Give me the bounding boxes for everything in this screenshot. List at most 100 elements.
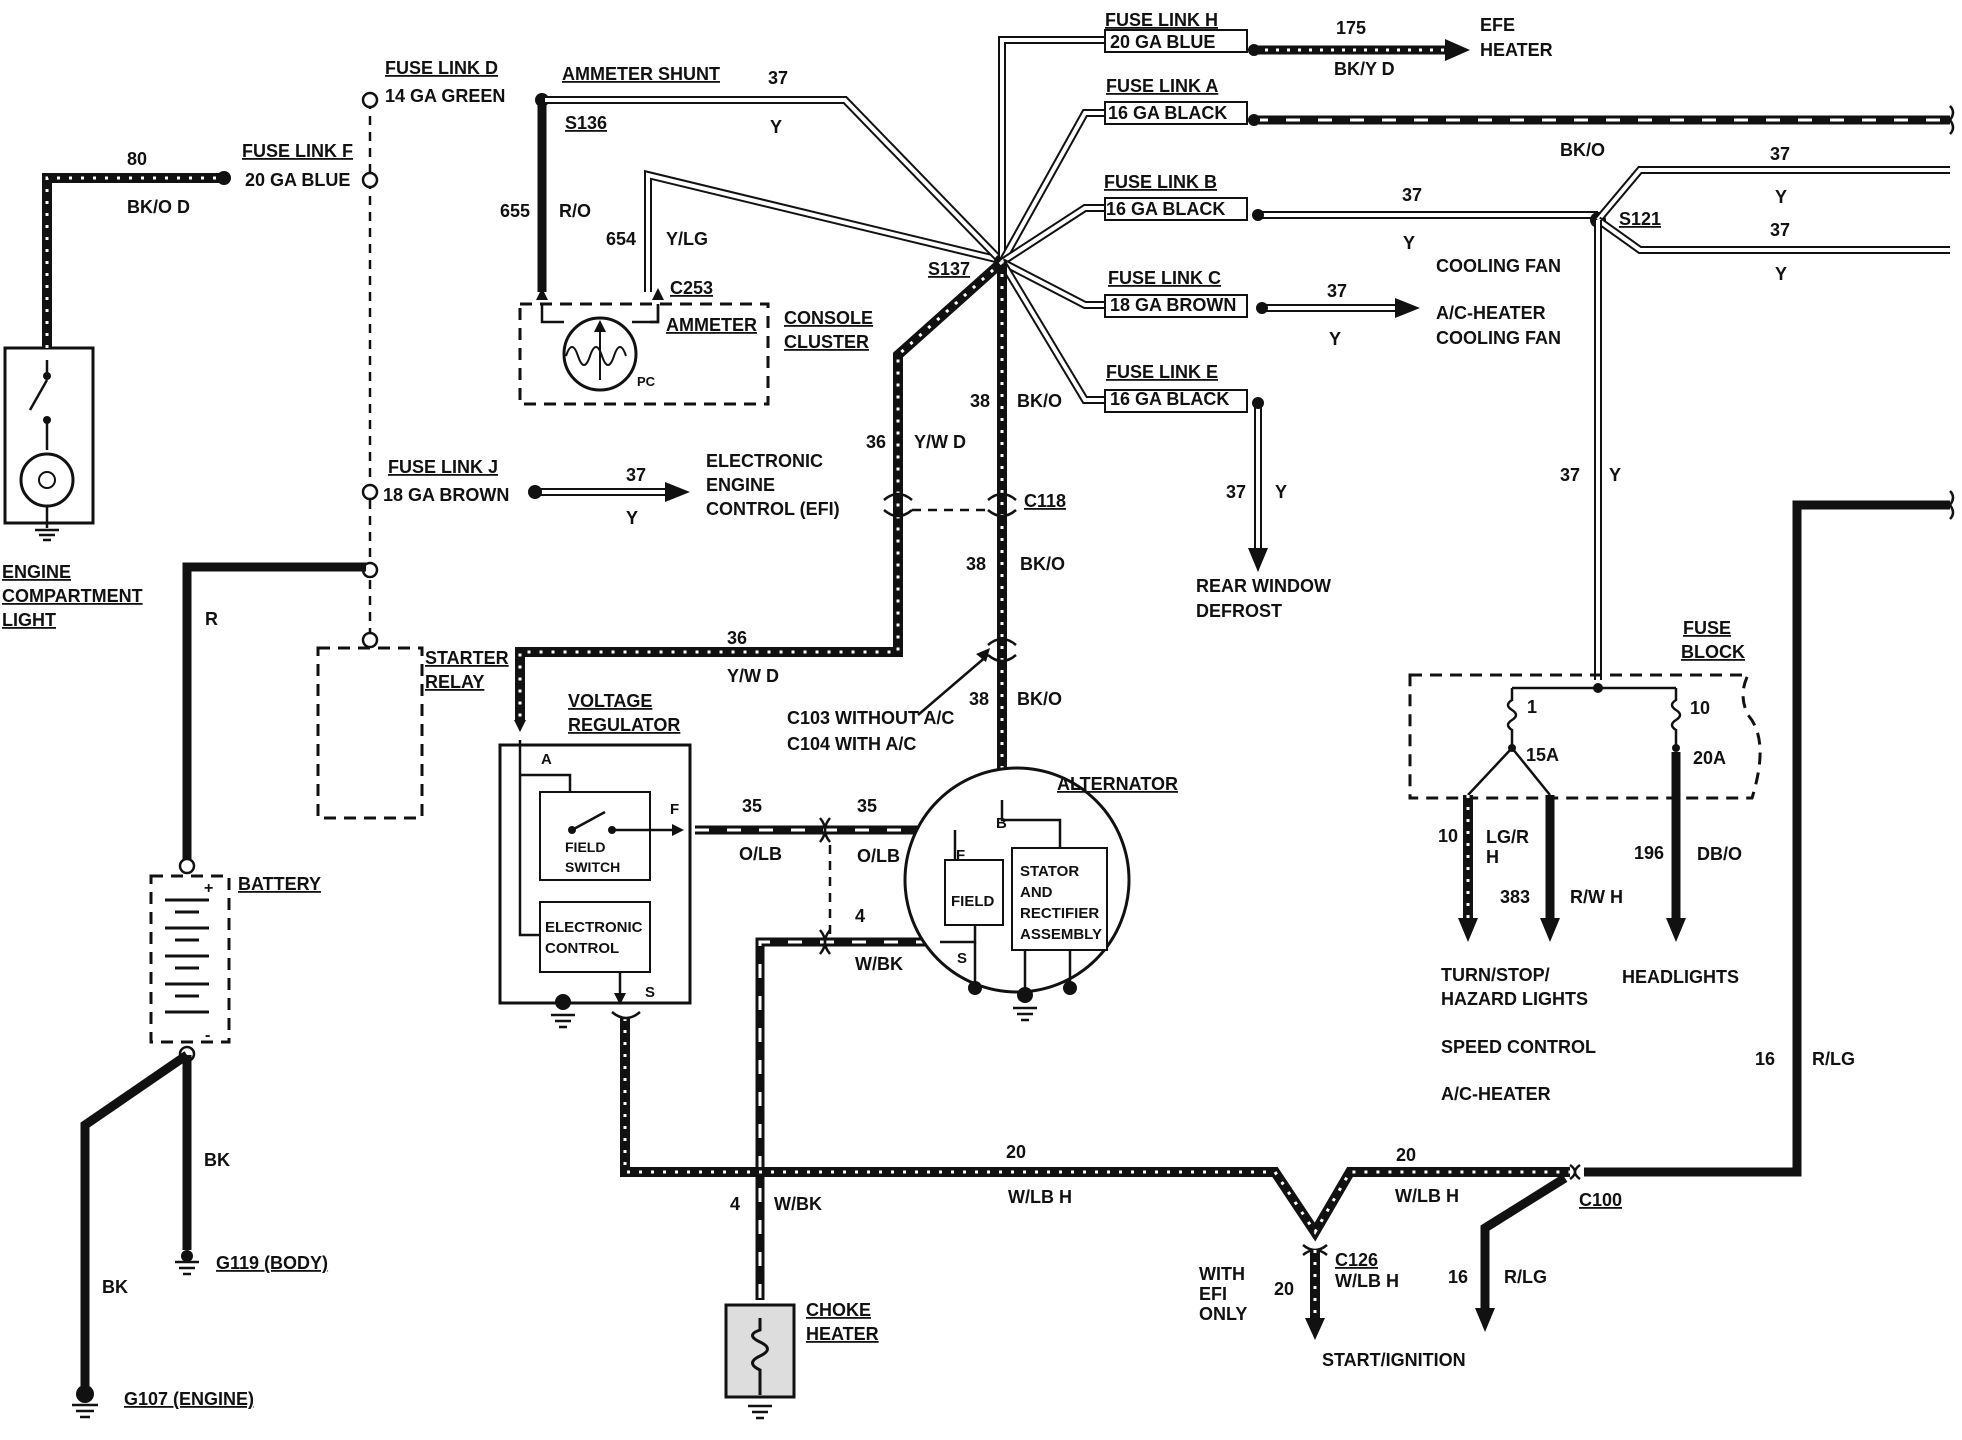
fuse-block-label-2: BLOCK: [1681, 642, 1745, 662]
s137-label: S137: [928, 259, 970, 279]
circuit-38-c-color: BK/O: [1017, 689, 1062, 709]
circuit-bk-b: BK: [102, 1277, 128, 1297]
fuse-link-c-name: FUSE LINK C: [1108, 268, 1221, 288]
circuit-20-b-color: W/LB H: [1395, 1186, 1459, 1206]
stator-label-1: STATOR: [1020, 863, 1079, 880]
with-efi-only-label-2: EFI: [1199, 1284, 1227, 1304]
circuit-38-b: 38: [966, 554, 986, 574]
c126-label: C126: [1335, 1250, 1378, 1270]
circuit-36-a: 36: [866, 432, 886, 452]
speed-control-label: SPEED CONTROL: [1441, 1037, 1596, 1057]
battery: [149, 857, 231, 1063]
circuit-20-a: 20: [1006, 1142, 1026, 1162]
circuit-37-fb: 37: [1560, 465, 1580, 485]
circuit-37-c: 37: [1327, 281, 1347, 301]
fuse-link-j-name: FUSE LINK J: [388, 457, 498, 477]
s121-label: S121: [1619, 209, 1661, 229]
circuit-80: 80: [127, 149, 147, 169]
circuit-37-b-color: Y: [1403, 233, 1415, 253]
circuit-20-c: 20: [1274, 1279, 1294, 1299]
alternator-label: ALTERNATOR: [1057, 774, 1178, 794]
turn-stop-hazard-label-1: TURN/STOP/: [1441, 965, 1550, 985]
efe-heater-label-1: EFE: [1480, 15, 1515, 35]
circuit-16-a-color: R/LG: [1812, 1049, 1855, 1069]
engine-light-label-2: COMPARTMENT: [2, 586, 143, 606]
circuit-16-b: 16: [1448, 1267, 1468, 1287]
with-efi-only-label-1: WITH: [1199, 1264, 1245, 1284]
circuit-bko: BK/O: [1560, 140, 1605, 160]
starter-relay: [316, 646, 424, 820]
battery-minus: -: [205, 1027, 210, 1044]
circuit-196: 196: [1634, 843, 1664, 863]
fuse-link-b-gauge: 16 GA BLACK: [1106, 199, 1225, 219]
circuit-80-color: BK/O D: [127, 197, 190, 217]
choke-heater-label-2: HEATER: [806, 1324, 879, 1344]
efe-heater-label-2: HEATER: [1480, 40, 1553, 60]
circuit-655: 655: [500, 201, 530, 221]
fuse-link-j-gauge: 18 GA BROWN: [383, 485, 509, 505]
circuit-37-shunt-color: Y: [770, 117, 782, 137]
stator-label-3: RECTIFIER: [1020, 905, 1099, 922]
circuit-20-c-color: W/LB H: [1335, 1271, 1399, 1291]
efi-label-1: ELECTRONIC: [706, 451, 823, 471]
choke-heater-label-1: CHOKE: [806, 1300, 871, 1320]
field-switch-label-1: FIELD: [565, 839, 605, 855]
c104-id: C104: [787, 734, 830, 754]
fuse-link-d-gauge: 14 GA GREEN: [385, 86, 505, 106]
stator-label-2: AND: [1020, 884, 1053, 901]
fuse-link-f-name: FUSE LINK F: [242, 141, 353, 161]
wire-r-battery: [182, 562, 366, 865]
circuit-35-a: 35: [742, 796, 762, 816]
battery-label: BATTERY: [238, 874, 321, 894]
fuse-block-label-1: FUSE: [1683, 618, 1731, 638]
fuse-link-b-name: FUSE LINK B: [1104, 172, 1217, 192]
terminal-alt-f: F: [956, 847, 965, 864]
field-switch-label-2: SWITCH: [565, 859, 620, 875]
fuse-link-a-gauge: 16 GA BLACK: [1108, 103, 1227, 123]
circuit-36-b: 36: [727, 628, 747, 648]
circuit-35-b: 35: [857, 796, 877, 816]
circuit-20-b: 20: [1396, 1145, 1416, 1165]
circuit-37-r1: 37: [1770, 144, 1790, 164]
wire-36: [515, 258, 1006, 720]
g107-label: G107 (ENGINE): [124, 1389, 254, 1409]
terminal-b: B: [996, 815, 1007, 832]
voltage-regulator: [498, 740, 692, 1029]
circuit-196-color: DB/O: [1697, 844, 1742, 864]
circuit-37-b: 37: [1402, 185, 1422, 205]
ac-heater-cooling-fan-label-2: COOLING FAN: [1436, 328, 1561, 348]
circuit-37-efi-color: Y: [626, 508, 638, 528]
circuit-37-r1-color: Y: [1775, 187, 1787, 207]
c103-note: WITHOUT A/C: [830, 708, 954, 728]
fuse-link-h-gauge: 20 GA BLUE: [1110, 32, 1215, 52]
start-ignition-label: START/IGNITION: [1322, 1350, 1466, 1370]
fuse-10-rating: 20A: [1693, 748, 1726, 768]
wire-16-r-lg: [1584, 500, 1950, 1177]
ammeter-shunt-label: AMMETER SHUNT: [562, 64, 720, 84]
engine-light-label-1: ENGINE: [2, 562, 71, 582]
engine-light-label-3: LIGHT: [2, 610, 56, 630]
wire-bk-engine: [80, 1051, 190, 1390]
circuit-37-e-color: Y: [1275, 482, 1287, 502]
engine-compartment-light: [3, 346, 95, 542]
ac-heater-cooling-fan-label-1: A/C-HEATER: [1436, 303, 1546, 323]
circuit-175: 175: [1336, 18, 1366, 38]
arrow-efi: [665, 482, 690, 502]
circuit-383-color: R/W H: [1570, 887, 1623, 907]
connector-c100: [1569, 1163, 1581, 1181]
circuit-4-b-color: W/BK: [774, 1194, 822, 1214]
fuse-10: 10: [1690, 698, 1710, 718]
wire-4: [755, 937, 930, 1300]
rear-window-defrost-label-1: REAR WINDOW: [1196, 576, 1331, 596]
stator-label-4: ASSEMBLY: [1020, 926, 1102, 943]
circuit-37-shunt: 37: [768, 68, 788, 88]
electronic-control-label-2: CONTROL: [545, 940, 619, 957]
efi-label-2: ENGINE: [706, 475, 775, 495]
console-cluster: [518, 302, 770, 406]
circuit-35-a-color: O/LB: [739, 844, 782, 864]
circuit-175-color: BK/Y D: [1334, 59, 1395, 79]
circuit-16-b-color: R/LG: [1504, 1267, 1547, 1287]
fuse-link-d-name: FUSE LINK D: [385, 58, 498, 78]
fuse-1: 1: [1527, 697, 1537, 717]
